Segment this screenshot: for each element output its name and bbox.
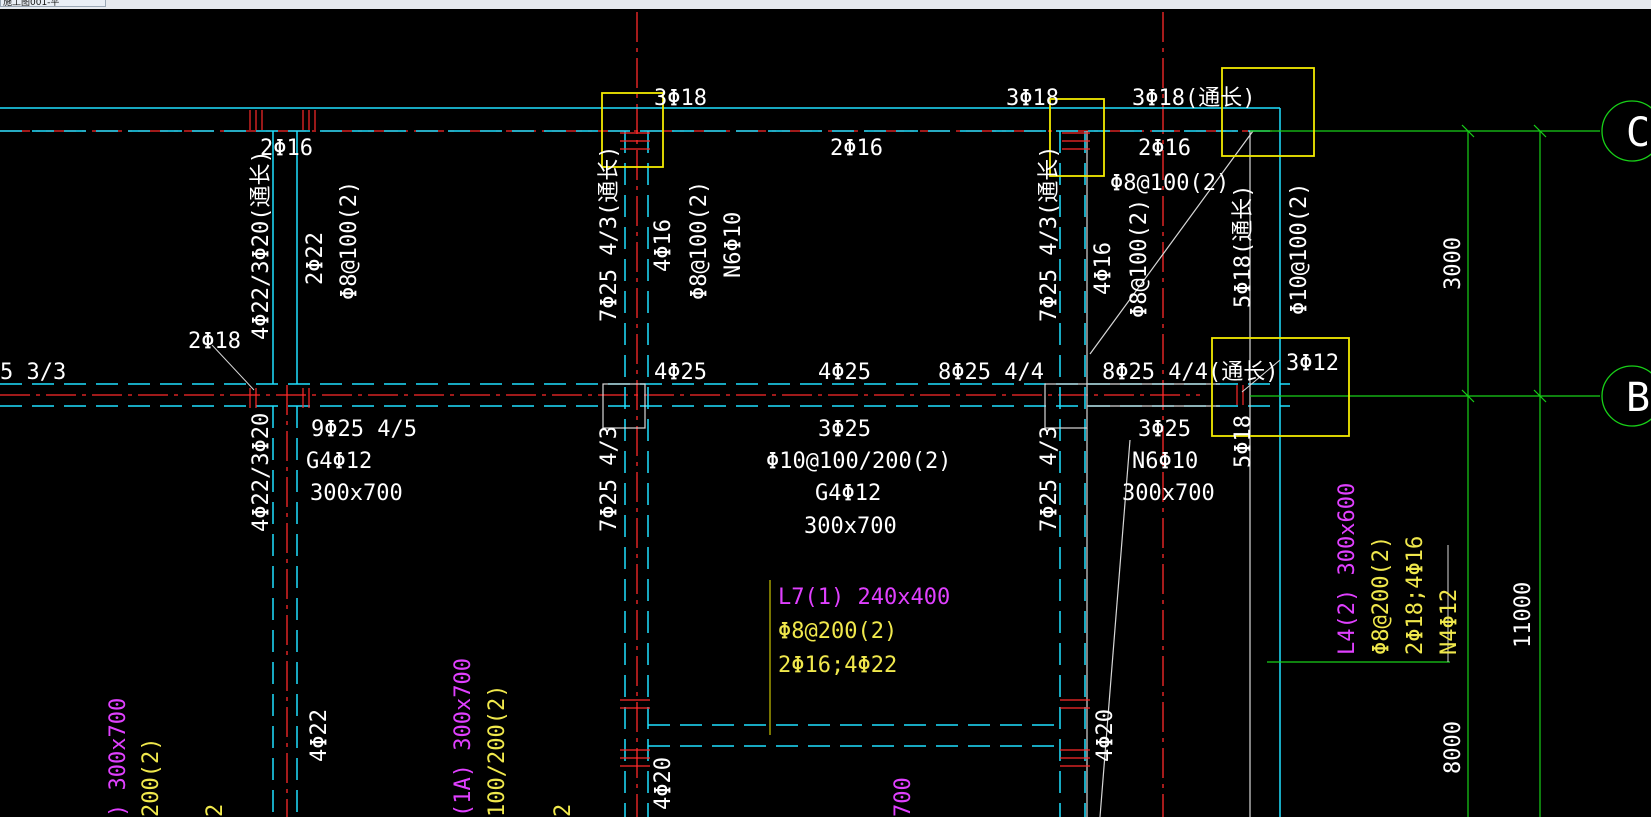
beam-stirrup-l7: Φ8@200(2) bbox=[778, 619, 897, 644]
rebar-label-vertical: 4Φ22/3Φ20(通长) bbox=[249, 150, 274, 340]
rebar-label-vertical: 7Φ25 4/3(通长) bbox=[597, 146, 622, 322]
rebar-label: 9Φ25 4/5 bbox=[311, 417, 417, 442]
grid-lines bbox=[1250, 124, 1600, 817]
rebar-label-vertical: 4Φ22/3Φ20 bbox=[249, 413, 274, 532]
window-top-bar bbox=[0, 0, 1651, 9]
rebar-label-vertical: 4Φ22 bbox=[307, 709, 332, 762]
axis-bubble-c bbox=[1601, 100, 1651, 162]
beam-size-label: 300x700 bbox=[804, 514, 897, 539]
beam-label-partial: (1A) 300x700 bbox=[451, 658, 476, 817]
beam-label-l7: L7(1) 240x400 bbox=[778, 585, 950, 610]
axis-label-c: C bbox=[1626, 110, 1650, 156]
rebar-label: G4Φ12 bbox=[306, 449, 372, 474]
highlight-box[interactable] bbox=[1221, 67, 1315, 157]
rebar-label: 3Φ25 bbox=[818, 417, 871, 442]
stirrup-label: Φ8@100(2) bbox=[1110, 171, 1229, 196]
stirrup-label-vertical: Φ10@100(2) bbox=[1287, 183, 1312, 315]
rebar-label: 3Φ18 bbox=[654, 86, 707, 111]
beam-rebar-partial: 2 bbox=[551, 804, 576, 817]
highlight-box[interactable] bbox=[1049, 98, 1105, 177]
rebar-label-vertical: N6Φ10 bbox=[721, 212, 746, 278]
rebar-label: 2Φ16 bbox=[260, 136, 313, 161]
rebar-label-vertical: 4Φ20 bbox=[1093, 709, 1118, 762]
rebar-label-vertical: 2Φ22 bbox=[303, 232, 328, 285]
beam-size-label: 300x700 bbox=[1122, 481, 1215, 506]
rebar-label: 3Φ18(通长) bbox=[1132, 86, 1255, 111]
rebar-label: 3Φ25 bbox=[1138, 417, 1191, 442]
rebar-label: 8Φ25 4/4 bbox=[938, 360, 1044, 385]
highlight-box[interactable] bbox=[1211, 337, 1350, 437]
drawing-tab[interactable]: 施工图001-平 bbox=[0, 0, 106, 7]
rebar-label: 4Φ25 bbox=[654, 360, 707, 385]
stirrup-label-vertical: Φ8@100(2) bbox=[337, 181, 362, 300]
rebar-label: 4Φ25 bbox=[818, 360, 871, 385]
rebar-label-vertical: 4Φ20 bbox=[651, 757, 676, 810]
dimension-11000: 11000 bbox=[1511, 582, 1536, 648]
dimension-8000: 8000 bbox=[1441, 721, 1466, 774]
beam-label-partial: ) 300x700 bbox=[106, 698, 131, 817]
rebar-label: 3Φ18 bbox=[1006, 86, 1059, 111]
highlight-box[interactable] bbox=[601, 92, 664, 168]
rebar-label-vertical: 5Φ18(通长) bbox=[1231, 185, 1256, 308]
rebar-label: 5 3/3 bbox=[0, 360, 66, 385]
rebar-label-vertical: 5Φ18 bbox=[1231, 415, 1256, 468]
rebar-label-vertical: 7Φ25 4/3 bbox=[597, 426, 622, 532]
axis-bubbles: C B bbox=[1601, 100, 1651, 427]
rebar-label: 8Φ25 4/4(通长) bbox=[1102, 360, 1278, 385]
rebar-label: 2Φ18 bbox=[188, 329, 241, 354]
axis-label-b: B bbox=[1626, 375, 1650, 421]
stirrup-label-vertical: Φ8@100(2) bbox=[1127, 199, 1152, 318]
beam-side-rebar-l4: N4Φ12 bbox=[1437, 589, 1462, 655]
beam-label-partial: 700 bbox=[891, 777, 916, 817]
axis-bubble-b bbox=[1601, 365, 1651, 427]
leader-lines bbox=[211, 344, 1449, 735]
column-outlines bbox=[602, 130, 1254, 817]
rebar-label-vertical: 4Φ16 bbox=[1091, 242, 1116, 295]
canvas-background bbox=[0, 9, 1651, 817]
selection-boxes[interactable] bbox=[601, 67, 1350, 437]
rebar-label: 2Φ16 bbox=[830, 136, 883, 161]
rebar-label-vertical: 7Φ25 4/3 bbox=[1037, 426, 1062, 532]
rebar-label: N6Φ10 bbox=[1132, 449, 1198, 474]
rebar-label-vertical: 7Φ25 4/3(通长) bbox=[1037, 146, 1062, 322]
rebar-label: 3Φ12 bbox=[1286, 351, 1339, 376]
beam-label-l4: L4(2) 300x600 bbox=[1335, 483, 1360, 655]
beam-stirrup-partial: 100/200(2) bbox=[485, 685, 510, 817]
beam-size-label: 300x700 bbox=[310, 481, 403, 506]
beam-stirrup-partial: 200(2) bbox=[139, 738, 164, 817]
stirrup-label-vertical: Φ8@100(2) bbox=[687, 181, 712, 300]
beam-rebar-l4: 2Φ18;4Φ16 bbox=[1403, 536, 1428, 655]
rebar-marks bbox=[249, 110, 1244, 767]
rebar-label-vertical: 4Φ16 bbox=[651, 219, 676, 272]
beam-stirrup-l4: Φ8@200(2) bbox=[1369, 536, 1394, 655]
dimension-3000: 3000 bbox=[1441, 237, 1466, 290]
beam-rebar-l7: 2Φ16;4Φ22 bbox=[778, 653, 897, 678]
stirrup-label: Φ10@100/200(2) bbox=[766, 449, 951, 474]
beam-rebar-partial: 2 bbox=[203, 804, 228, 817]
rebar-label: 2Φ16 bbox=[1138, 136, 1191, 161]
rebar-label: G4Φ12 bbox=[815, 481, 881, 506]
